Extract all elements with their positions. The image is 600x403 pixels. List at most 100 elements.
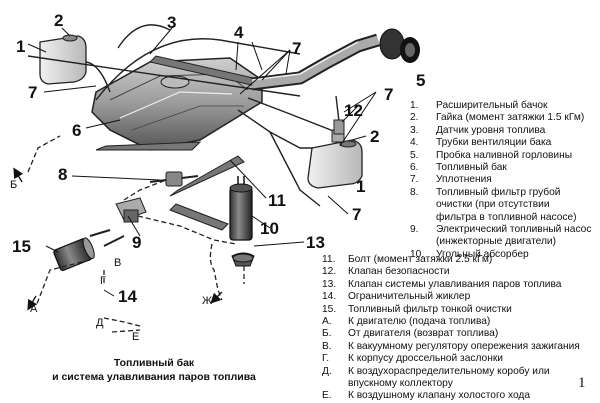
- callout-11: 11: [268, 191, 286, 210]
- legend-item: 14. Ограничительный жиклер: [322, 291, 594, 303]
- arrow-label-g: Г: [100, 275, 106, 287]
- fine-fuel-filter: [53, 237, 95, 271]
- legend-key: 12.: [322, 266, 337, 278]
- callout-8: 8: [58, 165, 68, 184]
- legend-item: Е. К воздушному клапану холостого хода: [322, 390, 594, 402]
- legend-item: 15.Топливный фильтр тонкой очистки: [322, 304, 594, 316]
- callout-1-right: 1: [356, 177, 366, 196]
- legend-item: А. К двигателю (подача топлива): [322, 316, 594, 328]
- legend-key: 10.: [410, 248, 425, 260]
- legend-key: Е.: [322, 390, 332, 402]
- legend-text: Датчик уровня топлива: [436, 124, 546, 136]
- callout-1-left: 1: [16, 37, 26, 56]
- legend-text: К воздушному клапану холостого хода: [348, 390, 530, 402]
- legend-text: Топливный бак: [436, 162, 507, 174]
- callout-7-bottom: 7: [352, 205, 362, 224]
- safety-valve: [333, 119, 345, 135]
- legend-text: К воздухораспределительному коробу или в…: [348, 365, 550, 390]
- callout-6: 6: [72, 121, 82, 140]
- arrow-label-d: Д: [96, 317, 104, 329]
- callout-2-right: 2: [370, 127, 380, 146]
- callout-12: 12: [344, 101, 363, 120]
- callout-2-top: 2: [54, 11, 64, 30]
- caption-line-1: Топливный бак: [113, 357, 195, 369]
- legend-text: К корпусу дроссельной заслонки: [348, 353, 503, 365]
- legend-key: 7.: [410, 174, 419, 186]
- legend-item: 2. Гайка (момент затяжки 1.5 кГм): [410, 112, 592, 124]
- leader-lines: [27, 27, 377, 297]
- arrow-label-b: Б: [10, 179, 18, 191]
- legend-item: 8. Топливный фильтр грубой очистки (при о…: [410, 187, 592, 224]
- legend-item: 7. Уплотнения: [410, 174, 592, 186]
- legend-item: 1. Расширительный бачок: [410, 100, 592, 112]
- purge-valve: [231, 252, 255, 267]
- legend-key: А.: [322, 316, 332, 328]
- legend-key: 13.: [322, 278, 337, 290]
- legend-item: 10. Угольный абсорбер: [410, 249, 592, 261]
- legend-bottom: 11. Болт (момент затяжки 2.5 кГм) 12. Клапа…: [322, 254, 594, 403]
- callout-7-top: 7: [292, 39, 302, 58]
- legend-key: 6.: [410, 162, 419, 174]
- legend-key: Б.: [322, 328, 332, 340]
- legend-text: От двигателя (возврат топлива): [348, 328, 499, 340]
- legend-text: Трубки вентиляции бака: [436, 137, 552, 149]
- legend-key: 5.: [410, 149, 419, 161]
- legend-key: 4.: [410, 137, 419, 149]
- callout-15: 15: [12, 237, 31, 256]
- legend-key: 9.: [410, 224, 419, 236]
- legend-item: Б. От двигателя (возврат топлива): [322, 328, 594, 340]
- callout-10: 10: [260, 219, 279, 238]
- legend-key: 15.: [322, 303, 337, 315]
- caption-line-2: и система улавливания паров топлива: [52, 371, 256, 383]
- legend-item: В.К вакуумному регулятору опережения заж…: [322, 341, 594, 353]
- arrow-label-zh: Ж: [202, 295, 213, 307]
- callout-9: 9: [132, 233, 142, 252]
- legend-item: 13.Клапан системы улавливания паров топл…: [322, 279, 594, 291]
- legend-text: Расширительный бачок: [436, 100, 548, 111]
- tank-straps: [95, 55, 263, 231]
- expansion-tank-left: [39, 34, 87, 85]
- fuel-lines: [27, 135, 245, 333]
- legend-key: 1.: [410, 100, 419, 111]
- legend-item: Г. К корпусу дроссельной заслонки: [322, 353, 594, 365]
- legend-text: Клапан безопасности: [348, 266, 450, 278]
- legend-item: 9.Электрический топливный насос (инжекто…: [410, 224, 592, 249]
- callout-7-right: 7: [384, 85, 394, 104]
- flow-arrows: [13, 167, 223, 311]
- legend-text: Гайка (момент затяжки 1.5 кГм): [436, 112, 585, 124]
- filler-neck: [251, 28, 420, 91]
- legend-text: Болт (момент затяжки 2.5 кГм): [348, 254, 493, 265]
- legend-key: 14.: [322, 291, 337, 303]
- legend-text: Ограничительный жиклер: [348, 291, 471, 303]
- callout-13: 13: [306, 233, 325, 252]
- arrow-label-v: В: [114, 257, 122, 269]
- legend-item: Д. К воздухораспределительному коробу или…: [322, 366, 594, 391]
- legend-item: 4. Трубки вентиляции бака: [410, 137, 592, 149]
- expansion-tank-right: [307, 129, 363, 189]
- legend-text: Уплотнения: [436, 174, 492, 186]
- legend-text: К двигателю (подача топлива): [348, 316, 491, 328]
- legend-key: Г.: [322, 353, 330, 365]
- charcoal-canister: [229, 176, 253, 241]
- legend-key: 11.: [322, 254, 336, 265]
- fuel-tank: [91, 57, 263, 151]
- legend-item: 5. Пробка наливной горловины: [410, 150, 592, 162]
- vent-tubes: [27, 24, 341, 207]
- legend-key: Д.: [322, 365, 332, 377]
- arrow-label-e: Е: [132, 331, 140, 343]
- legend-text: Угольный абсорбер: [436, 248, 529, 260]
- legend-item: 6. Топливный бак: [410, 162, 592, 174]
- callout-4: 4: [234, 23, 244, 42]
- legend-key: В.: [322, 340, 332, 352]
- legend-item: 11. Болт (момент затяжки 2.5 кГм): [322, 254, 594, 266]
- legend-text: Топливный фильтр грубой очистки (при отс…: [436, 186, 577, 223]
- callout-5: 5: [416, 71, 426, 90]
- callout-14: 14: [118, 287, 137, 306]
- callout-7-left: 7: [28, 83, 38, 102]
- legend-key: 2.: [410, 112, 419, 124]
- legend-key: 8.: [410, 186, 419, 198]
- legend-item: 3.Датчик уровня топлива: [410, 125, 592, 137]
- legend-text: Пробка наливной горловины: [436, 149, 573, 161]
